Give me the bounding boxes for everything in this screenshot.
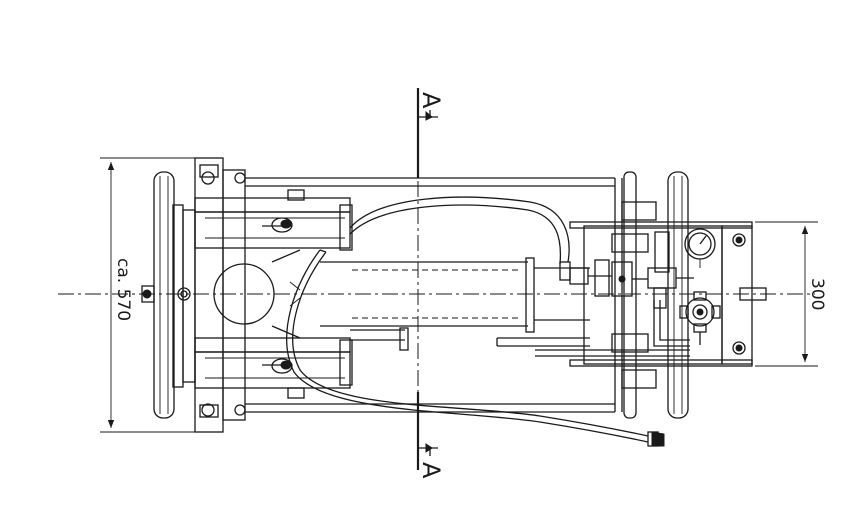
hydraulic-cylinder xyxy=(320,257,590,333)
dimension-right-label: 300 xyxy=(807,278,827,310)
upper-clamp xyxy=(194,189,353,251)
dimension-right xyxy=(755,221,818,367)
selector-valve xyxy=(679,291,721,345)
left-wheel-assembly xyxy=(141,171,196,419)
section-label-bottom: A xyxy=(417,462,445,479)
section-label-top: A xyxy=(417,92,445,109)
hydraulic-hose-upper xyxy=(349,196,612,285)
hydraulic-line-right xyxy=(653,300,690,347)
dimension-left-label: ca. 570 xyxy=(113,258,133,321)
lower-clamp xyxy=(194,337,353,399)
pressure-gauge xyxy=(684,228,716,268)
right-wheel-assembly xyxy=(623,171,689,419)
hydraulic-hose-lower xyxy=(286,249,665,447)
section-mark-top xyxy=(416,88,438,178)
control-unit xyxy=(569,221,767,367)
